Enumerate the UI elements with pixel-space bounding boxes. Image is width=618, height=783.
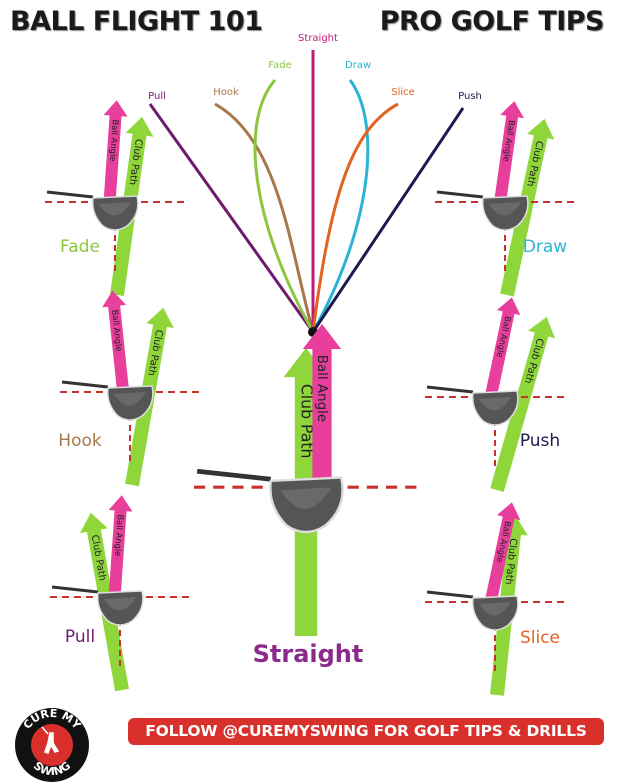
panel-label-straight: Straight: [253, 640, 364, 668]
trajectory-hook: [214, 102, 315, 333]
svg-text:SWING: SWING: [31, 759, 73, 778]
club-head-icon: [61, 380, 154, 421]
trajectory-label-hook: Hook: [213, 87, 239, 98]
title-pro-golf-tips: PRO GOLF TIPS: [379, 6, 605, 37]
trajectory-fade: [253, 79, 315, 333]
logo-text-bottom: SWING: [31, 759, 73, 778]
panel-label-pull: Pull: [65, 627, 95, 647]
trajectory-label-push: Push: [458, 91, 482, 102]
panel-label-hook: Hook: [58, 431, 102, 451]
trajectory-push: [311, 107, 465, 333]
title-ball-flight: BALL FLIGHT 101: [10, 6, 263, 37]
club-head-icon: [426, 590, 519, 631]
ball-angle-arrow: Ball Angle: [103, 100, 128, 211]
club-head-icon: [436, 190, 529, 231]
club-head-icon: [196, 468, 344, 534]
panel-label-push: Push: [520, 431, 560, 451]
ball-angle-arrow-label: Ball Angle: [113, 514, 126, 557]
trajectory-draw: [311, 79, 370, 333]
ball-angle-arrow: Ball Angle: [102, 290, 130, 401]
panel-label-slice: Slice: [520, 628, 560, 648]
trajectory-label-pull: Pull: [148, 91, 166, 102]
trajectory-pull: [148, 103, 315, 333]
club-path-arrow-label: Club Path: [522, 337, 545, 385]
follow-banner[interactable]: FOLLOW @CUREMYSWING FOR GOLF TIPS & DRIL…: [128, 718, 604, 745]
trajectory-label-fade: Fade: [268, 60, 291, 71]
panel-label-fade: Fade: [60, 237, 100, 257]
trajectory-label-straight: Straight: [298, 33, 338, 44]
ball-angle-arrow: Ball Angle: [108, 495, 133, 606]
club-head-icon: [46, 190, 139, 231]
cure-my-swing-logo: CURE MY SWING: [15, 707, 89, 782]
club-head-icon: [426, 385, 519, 426]
club-path-arrow-label: Club Path: [298, 384, 317, 459]
ball-angle-arrow-label: Ball Angle: [110, 309, 124, 352]
panel-label-draw: Draw: [523, 237, 567, 257]
trajectory-label-draw: Draw: [345, 60, 371, 71]
ball-angle-arrow: Ball Angle: [493, 101, 525, 211]
ball-angle-arrow-label: Ball Angle: [314, 355, 329, 422]
club-head-icon: [51, 585, 144, 626]
trajectory-label-slice: Slice: [391, 87, 415, 98]
ball-angle-arrow: Ball Angle: [302, 324, 342, 500]
ball-angle-arrow-label: Ball Angle: [108, 119, 121, 162]
trajectory-slice: [311, 102, 399, 333]
